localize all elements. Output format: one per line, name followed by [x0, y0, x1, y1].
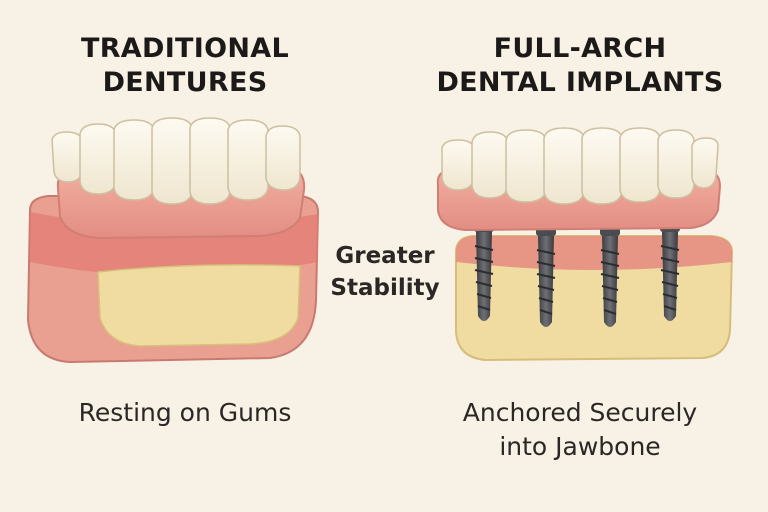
- tooth: [543, 127, 585, 205]
- traditional-jaw: [26, 165, 320, 364]
- tooth: [189, 117, 231, 205]
- dental-implants-heading: FULL-ARCH DENTAL IMPLANTS: [405, 32, 755, 100]
- heading-line: FULL-ARCH: [493, 33, 667, 64]
- implant-jaw: [455, 235, 734, 362]
- caption-line: into Jawbone: [499, 432, 661, 461]
- tooth: [79, 123, 117, 195]
- implant-post: [600, 222, 620, 327]
- right-bridge-teeth: [441, 127, 719, 205]
- tooth: [151, 117, 193, 205]
- left-jawbone: [97, 264, 301, 347]
- tooth: [51, 131, 83, 183]
- heading-line: DENTAL IMPLANTS: [436, 67, 724, 98]
- resting-on-gums-caption: Resting on Gums: [20, 396, 350, 430]
- caption-line: Resting on Gums: [78, 398, 292, 427]
- tooth: [227, 119, 269, 201]
- label-line: Stability: [330, 275, 440, 301]
- tooth: [441, 139, 475, 191]
- tooth: [581, 127, 623, 205]
- tooth: [691, 137, 719, 189]
- tooth: [505, 129, 547, 203]
- left-denture-teeth: [51, 117, 301, 205]
- caption-line: Anchored Securely: [462, 398, 698, 427]
- tooth: [619, 127, 661, 203]
- right-gum-top: [456, 236, 732, 270]
- anchored-securely-caption: Anchored Securely into Jawbone: [405, 396, 755, 464]
- label-line: Greater: [335, 243, 435, 269]
- tooth: [471, 131, 509, 199]
- traditional-dentures-heading: TRADITIONAL DENTURES: [20, 32, 350, 100]
- heading-line: DENTURES: [102, 67, 268, 98]
- greater-stability-label: Greater Stability: [318, 240, 452, 304]
- heading-line: TRADITIONAL: [81, 33, 289, 64]
- tooth: [657, 129, 695, 199]
- tooth: [113, 119, 155, 201]
- tooth: [265, 125, 301, 191]
